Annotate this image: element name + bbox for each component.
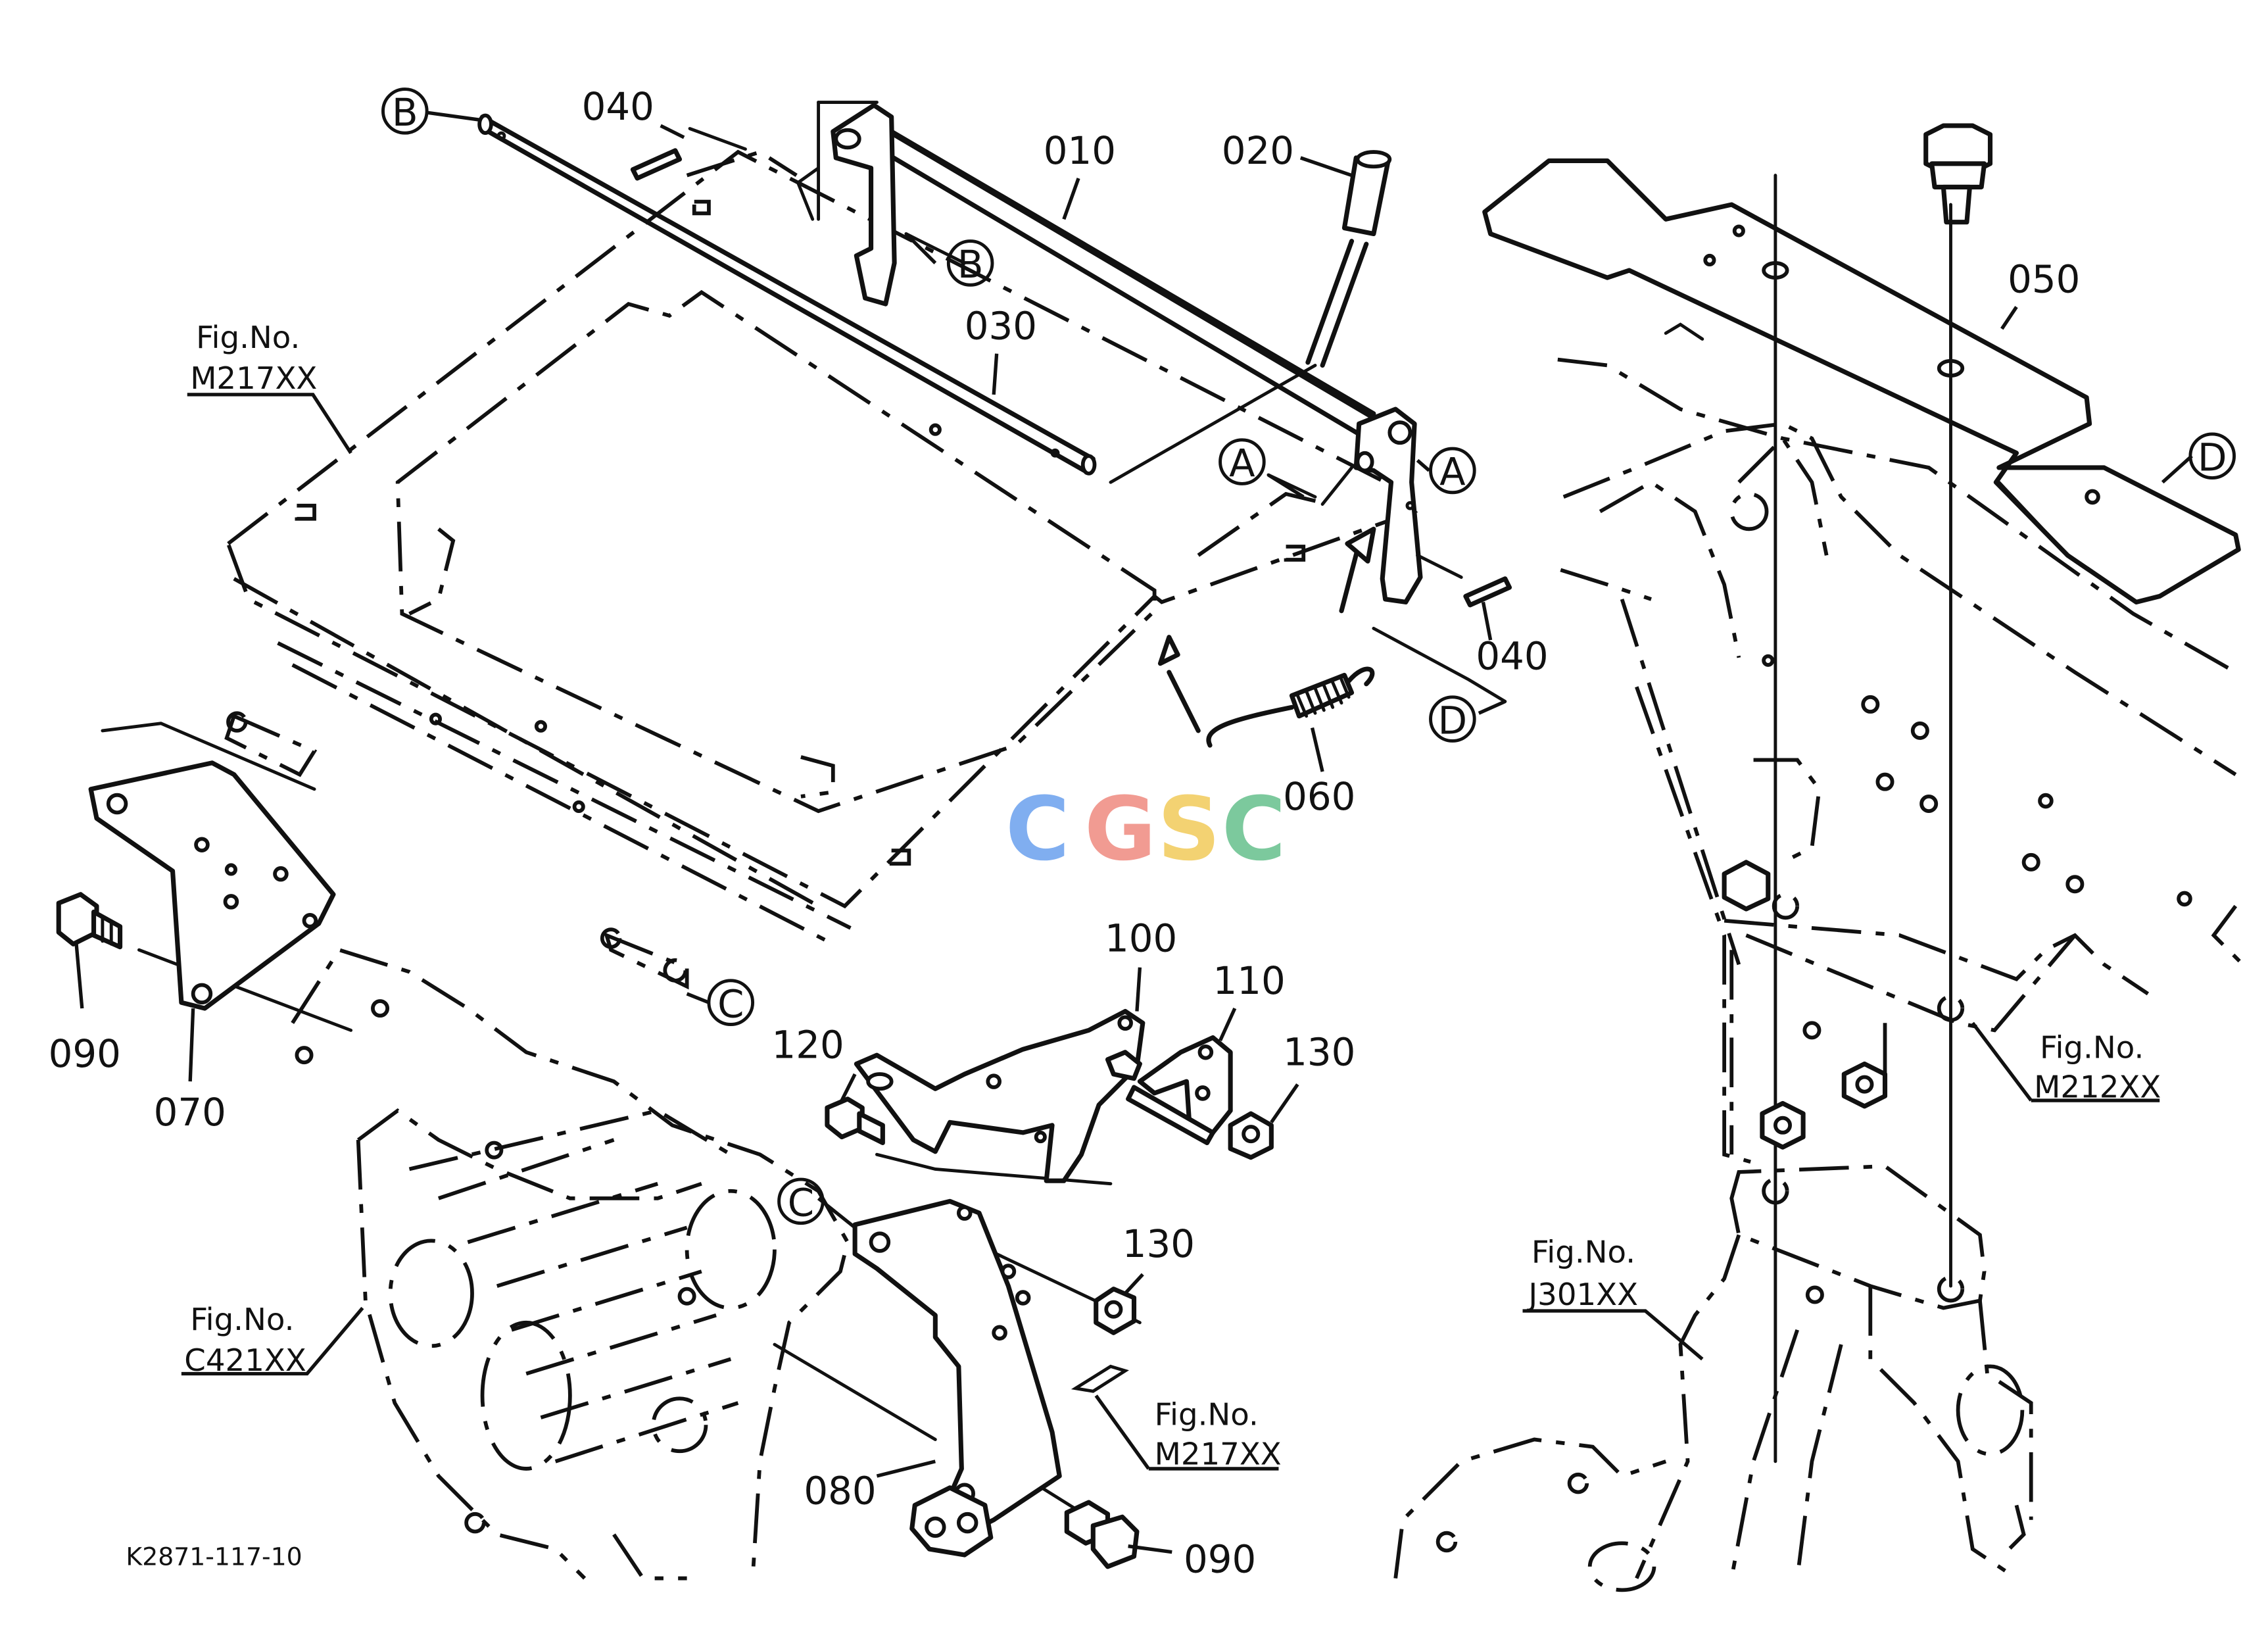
bolt-050	[1923, 123, 1993, 225]
spring-060	[1157, 526, 1376, 748]
watermark-letter-2: G	[1084, 778, 1156, 880]
marker-d-right: D	[2188, 432, 2236, 479]
label-030: 030	[965, 303, 1037, 348]
label-120: 120	[771, 1023, 844, 1068]
svg-text:Fig.No.: Fig.No.	[1155, 1397, 1259, 1433]
housing-j301	[1393, 1164, 2033, 1592]
bolt-090-bottom	[1064, 1500, 1140, 1569]
svg-text:Fig.No.: Fig.No.	[1532, 1235, 1635, 1271]
seat-bracket-050	[1482, 158, 2241, 604]
label-050: 050	[2008, 257, 2080, 301]
svg-text:J301XX: J301XX	[1526, 1277, 1638, 1313]
svg-text:D: D	[2198, 435, 2227, 479]
pin-040-top	[630, 148, 683, 181]
svg-text:D: D	[1438, 698, 1467, 743]
svg-text:B: B	[957, 242, 984, 287]
nut-130-upper	[1228, 1111, 1274, 1160]
svg-text:C421XX: C421XX	[184, 1343, 306, 1379]
fig-ref-c421: Fig.No. C421XX	[184, 1302, 306, 1379]
bolt-090-left	[56, 892, 123, 950]
watermark-letter-3: S	[1157, 778, 1220, 880]
plate-080	[852, 1198, 1062, 1558]
bracket-110	[1105, 1035, 1233, 1146]
part-labels: 040 010 020 030 050 040 060 090 070 100 …	[49, 84, 2081, 1581]
svg-text:M217XX: M217XX	[1155, 1437, 1282, 1472]
watermark: C G S C	[1005, 778, 1286, 880]
marker-c-shaft: C	[707, 979, 755, 1026]
nut-130-lower	[1094, 1287, 1137, 1335]
watermark-letter-4: C	[1222, 778, 1286, 880]
fig-ref-j301: Fig.No. J301XX	[1526, 1235, 1638, 1313]
label-010: 010	[1044, 128, 1116, 173]
svg-text:M217XX: M217XX	[190, 361, 317, 397]
svg-text:Fig.No.: Fig.No.	[190, 1302, 294, 1338]
diagram-code: K2871-117-10	[126, 1542, 302, 1571]
watermark-letter-1: C	[1005, 778, 1070, 880]
label-110: 110	[1213, 958, 1285, 1003]
svg-text:A: A	[1439, 450, 1466, 495]
label-070: 070	[154, 1090, 226, 1135]
grip-020	[1305, 150, 1392, 368]
label-080: 080	[804, 1468, 876, 1513]
label-100: 100	[1105, 916, 1177, 960]
label-090-left: 090	[49, 1031, 121, 1076]
cotter-pin	[1071, 1364, 1129, 1393]
label-090-bottom: 090	[1184, 1537, 1256, 1582]
marker-a-left: A	[1218, 438, 1266, 485]
label-060: 060	[1283, 774, 1355, 819]
svg-text:C: C	[788, 1181, 814, 1225]
svg-text:A: A	[1229, 441, 1255, 485]
label-130-lower: 130	[1122, 1221, 1195, 1266]
bolt-120	[825, 1096, 885, 1146]
marker-d-lower: D	[1429, 695, 1476, 743]
label-130-upper: 130	[1283, 1030, 1355, 1075]
marker-b-top: B	[381, 87, 429, 135]
svg-text:C: C	[717, 981, 744, 1026]
label-020: 020	[1222, 128, 1294, 173]
svg-text:M212XX: M212XX	[2034, 1070, 2161, 1106]
label-040-top: 040	[582, 84, 654, 129]
marker-a-right: A	[1429, 447, 1476, 495]
seat-frame-m212	[1557, 174, 2244, 1463]
link-100	[854, 1008, 1146, 1183]
marker-c-plate: C	[777, 1177, 825, 1225]
frame-nuts	[1722, 860, 1888, 1150]
label-040-right: 040	[1476, 634, 1548, 679]
pin-040-right	[1463, 576, 1512, 608]
lever-assembly-010	[796, 103, 1423, 604]
fig-ref-m212: Fig.No. M212XX	[2034, 1031, 2161, 1106]
fig-ref-m217-top: Fig.No. M217XX	[190, 320, 317, 397]
rod-030	[477, 113, 1097, 476]
svg-text:Fig.No.: Fig.No.	[2040, 1031, 2144, 1066]
svg-text:Fig.No.: Fig.No.	[196, 320, 300, 356]
transmission-housing	[291, 947, 850, 1581]
svg-text:B: B	[392, 90, 418, 135]
leader-lines	[74, 111, 2193, 1554]
fig-ref-m217-bottom: Fig.No. M217XX	[1155, 1397, 1282, 1472]
seat-base-frame	[224, 149, 1418, 990]
marker-b-mid: B	[946, 239, 994, 287]
plate-070	[88, 760, 336, 1011]
